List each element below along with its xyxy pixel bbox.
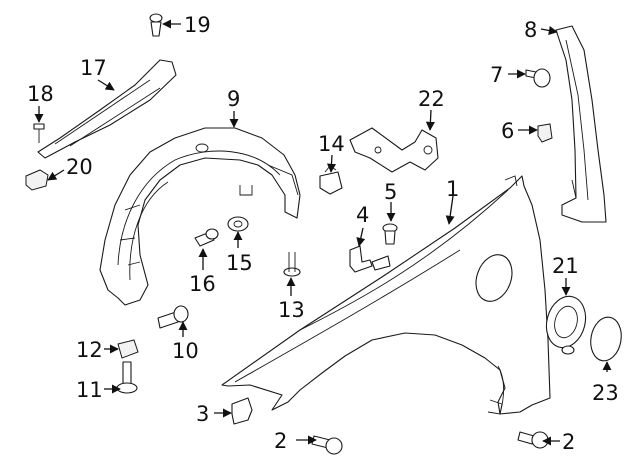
stud-11 [116, 361, 138, 394]
leader-17 [97, 79, 115, 91]
callout-1: 1 [446, 177, 459, 201]
bolt-5 [382, 223, 398, 245]
callout-19: 19 [184, 13, 211, 37]
clip-6 [537, 123, 553, 143]
screw-18 [33, 123, 45, 143]
callout-17: 17 [80, 56, 107, 80]
callout-4: 4 [356, 203, 369, 227]
callout-15: 15 [226, 251, 253, 275]
callout-22: 22 [418, 87, 445, 111]
retainer-clip [25, 169, 49, 191]
clip-12 [117, 339, 139, 359]
callout-10: 10 [172, 339, 199, 363]
leader-4 [356, 227, 366, 247]
callout-16: 16 [189, 272, 216, 296]
callout-13: 13 [278, 298, 305, 322]
callout-20: 20 [66, 155, 93, 179]
leader-lines [34, 19, 612, 446]
bracket-3 [231, 397, 253, 425]
front-fender [221, 175, 551, 415]
washer-15 [227, 216, 249, 232]
callout-5: 5 [384, 180, 397, 204]
bolt-7 [525, 68, 551, 88]
leader-8 [540, 26, 558, 35]
callout-21: 21 [552, 254, 579, 278]
callout-8: 8 [524, 18, 537, 42]
callout-23: 23 [592, 381, 619, 405]
fender-seal-rail [37, 59, 177, 159]
rivet-16 [194, 228, 219, 247]
leader-20 [47, 169, 65, 181]
push-pin-19 [149, 13, 163, 37]
callout-12: 12 [76, 338, 103, 362]
callout-7: 7 [490, 63, 503, 87]
pillar-trim [555, 25, 607, 223]
wheelhouse-liner [99, 127, 301, 306]
callout-6: 6 [501, 119, 514, 143]
callout-18: 18 [27, 82, 54, 106]
bracket-22 [349, 127, 439, 173]
leader-22 [425, 109, 435, 131]
leader-14 [326, 154, 337, 173]
callout-2-left: 2 [274, 429, 287, 453]
bracket-4 [349, 245, 391, 273]
bolt-2-right [517, 431, 549, 449]
bolt-13 [283, 252, 301, 277]
callout-11: 11 [76, 378, 103, 402]
fuel-door-housing [545, 295, 587, 355]
fuel-door [590, 316, 622, 362]
bolt-10 [157, 305, 189, 329]
callout-14: 14 [318, 132, 345, 156]
callout-9: 9 [227, 87, 240, 111]
callout-labels: 1 2 2 3 4 5 6 7 8 9 10 11 12 13 14 15 16… [27, 13, 619, 454]
leader-1 [445, 195, 455, 225]
callout-2-right: 2 [562, 430, 575, 454]
callout-3: 3 [196, 402, 209, 426]
bolt-2-left [311, 435, 343, 455]
